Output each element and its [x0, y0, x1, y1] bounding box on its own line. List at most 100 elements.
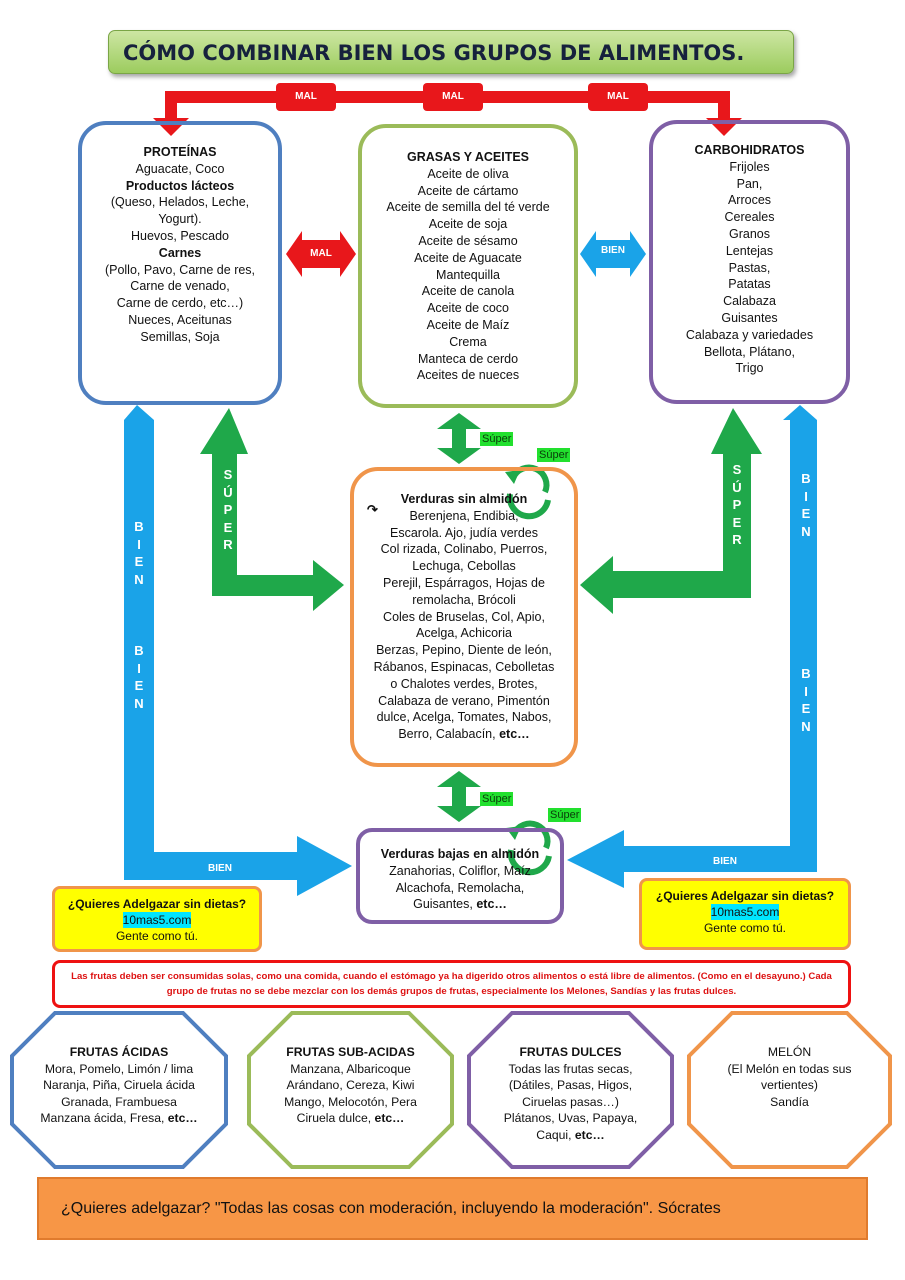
box-line: Guisantes, etc… [413, 897, 507, 912]
box-line: Aceite de sésamo [418, 233, 518, 248]
box-line: Berzas, Pepino, Diente de león, [376, 643, 552, 658]
super-label-1: Súper [480, 432, 514, 446]
mal-label-center: MAL [442, 91, 464, 102]
box-line: Nueces, Aceitunas [128, 312, 232, 327]
promo-link[interactable]: 10mas5.com [122, 912, 192, 928]
box-line: Aceite de cártamo [417, 183, 519, 198]
vertical-letter: E [801, 701, 811, 716]
mal-label-left: MAL [295, 91, 317, 102]
box-line: Calabaza y variedades [685, 327, 814, 342]
vertical-letter: B [801, 471, 811, 486]
box-line: Lentejas [725, 243, 774, 258]
fruit-title: FRUTAS DULCES [519, 1045, 622, 1059]
octagon-melon [687, 1011, 892, 1169]
vertical-letter: P [223, 502, 233, 517]
vertical-letter: N [134, 695, 144, 711]
promo-box-left: ¿Quieres Adelgazar sin dietas? 10mas5.co… [52, 886, 262, 952]
box-line: Aceite de oliva [427, 166, 509, 181]
page-title: CÓMO COMBINAR BIEN LOS GRUPOS DE ALIMENT… [108, 30, 794, 74]
box-heading: Verduras bajas en almidón [380, 847, 540, 861]
box-line: Manzana, Albaricoque [290, 1061, 411, 1076]
box-line: Col rizada, Colinabo, Puerros, [380, 542, 548, 557]
fruit-title: FRUTAS ÁCIDAS [69, 1045, 169, 1059]
promo-tagline: Gente como tú. [703, 921, 787, 935]
box-line: Yogurt). [158, 212, 202, 227]
vertical-letter: I [804, 488, 808, 504]
bien-left-arrow [124, 405, 352, 896]
box-line: Perejil, Espárragos, Hojas de [383, 575, 545, 590]
vertical-letter: E [223, 519, 233, 535]
mal-top-arrow [153, 83, 742, 136]
vertical-letter: R [223, 537, 233, 552]
box-line: remolacha, Brócoli [412, 592, 516, 607]
box-line: Alcachofa, Remolacha, [395, 880, 525, 895]
vertical-letter: E [134, 678, 144, 693]
super-label-3: Súper [480, 792, 514, 806]
box-line: Semillas, Soja [140, 329, 220, 344]
super-double-arrow-upper [437, 413, 481, 464]
bien-label-bottom-right: BIEN [713, 856, 737, 867]
box-heading: CARBOHIDRATOS [694, 143, 805, 157]
box-line: Trigo [735, 361, 764, 376]
box-line: Guisantes [721, 310, 778, 325]
vertical-letter: I [804, 683, 808, 699]
swap-arrow-icon: ↷ [367, 502, 378, 517]
box-heading: Verduras sin almidón [400, 492, 528, 506]
box-line: Aceites de nueces [416, 368, 520, 383]
box-line: Aceite de Maíz [426, 317, 510, 332]
box-line: Aceite de Aguacate [414, 250, 522, 265]
mal-label-right: MAL [607, 91, 629, 102]
box-line: Aguacate, Coco [135, 161, 225, 176]
promo-tagline: Gente como tú. [115, 929, 199, 943]
etc-label: etc… [476, 897, 507, 912]
vertical-letter: I [137, 660, 141, 676]
box-line: Calabaza [723, 294, 776, 309]
box-line: Pan, [736, 176, 763, 191]
super-left-arrow [200, 408, 344, 611]
box-line: Aceite de coco [427, 301, 509, 316]
vertical-letter: B [134, 643, 144, 658]
box-line: Coles de Bruselas, Col, Apio, [383, 609, 545, 624]
box-line: Frijoles [729, 159, 770, 174]
etc-label: etc… [574, 1127, 605, 1142]
box-heading: PROTEÍNAS [143, 145, 217, 159]
vertical-letter: Ú [223, 484, 233, 500]
box-line: Acelga, Achicoria [416, 626, 512, 641]
vertical-letter: R [732, 532, 742, 547]
promo-link[interactable]: 10mas5.com [710, 904, 780, 920]
frutas-note: Las frutas deben ser consumidas solas, c… [52, 960, 851, 1008]
bien-label-bottom-left: BIEN [208, 863, 232, 874]
promo-box-right: ¿Quieres Adelgazar sin dietas? 10mas5.co… [639, 878, 851, 950]
vertical-letter: E [134, 554, 144, 569]
etc-label: etc… [499, 727, 530, 742]
promo-question: ¿Quieres Adelgazar sin dietas? [655, 889, 835, 903]
box-line: Mango, Melocotón, Pera [284, 1094, 417, 1109]
box-line: Carne de venado, [130, 279, 230, 294]
box-line: Manteca de cerdo [417, 351, 519, 366]
box-line: Zanahorias, Coliflor, Maíz [389, 863, 531, 878]
box-line: (Queso, Helados, Leche, [110, 195, 250, 210]
box-line: Pastas, [728, 260, 771, 275]
super-label-4: Súper [548, 808, 582, 822]
box-line: Mora, Pomelo, Limón / lima [44, 1061, 194, 1076]
box-line: Granada, Frambuesa [61, 1094, 177, 1109]
super-label-2: Súper [537, 448, 571, 462]
box-line: (Dátiles, Pasas, Higos, [508, 1078, 633, 1092]
octagon-frutas-subacidas [247, 1011, 454, 1169]
box-line: Mantequilla [436, 267, 500, 282]
box-line: Crema [449, 334, 487, 349]
box-line: Cereales [724, 210, 775, 225]
box-line: Caqui, etc… [536, 1127, 605, 1142]
